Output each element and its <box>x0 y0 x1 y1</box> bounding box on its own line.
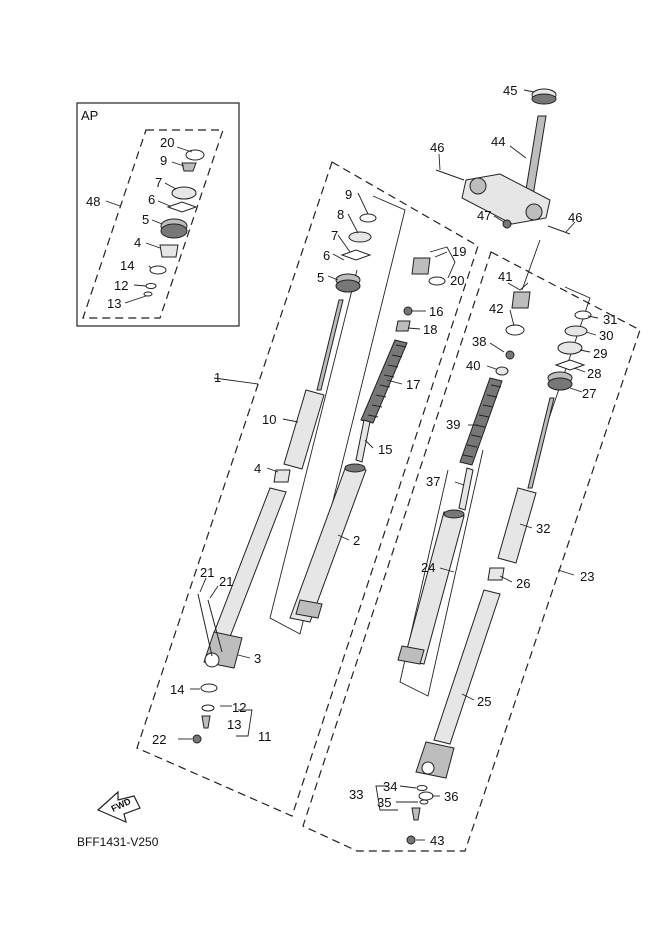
callout-47: 47 <box>477 208 491 223</box>
callout-24: 24 <box>421 560 435 575</box>
left-fork-assembly: 1 2 3 4 5 6 7 8 9 10 11 12 13 14 15 16 1… <box>136 161 479 817</box>
callout-30: 30 <box>599 328 613 343</box>
ap-callout-13: 13 <box>107 296 121 311</box>
fork-spring-right <box>459 377 503 466</box>
callout-4: 4 <box>254 461 261 476</box>
callout-22: 22 <box>152 732 166 747</box>
callout-46a: 46 <box>430 140 444 155</box>
callout-45: 45 <box>503 83 517 98</box>
callout-12: 12 <box>232 700 246 715</box>
callout-43: 43 <box>430 833 444 848</box>
callout-35: 35 <box>377 795 391 810</box>
callout-32: 32 <box>536 521 550 536</box>
callout-19: 19 <box>452 244 466 259</box>
callout-37: 37 <box>426 474 440 489</box>
callout-2: 2 <box>353 533 360 548</box>
ap-callout-48: 48 <box>86 194 100 209</box>
ap-callout-4: 4 <box>134 235 141 250</box>
callout-39: 39 <box>446 417 460 432</box>
steering-clamp-assembly: 45 44 46 46 47 <box>430 83 582 291</box>
right-fork-assembly: 41 42 31 30 29 28 27 38 40 39 37 24 32 2… <box>302 251 641 852</box>
callout-18: 18 <box>423 322 437 337</box>
callout-14: 14 <box>170 682 184 697</box>
callout-3: 3 <box>254 651 261 666</box>
callout-36: 36 <box>444 789 458 804</box>
callout-16: 16 <box>429 304 443 319</box>
callout-23: 23 <box>580 569 594 584</box>
callout-26: 26 <box>516 576 530 591</box>
callout-29: 29 <box>593 346 607 361</box>
callout-40: 40 <box>466 358 480 373</box>
ap-callout-9: 9 <box>160 153 167 168</box>
fork-spring-left <box>360 339 408 424</box>
fwd-arrow: FWD <box>96 790 141 824</box>
callout-28: 28 <box>587 366 601 381</box>
callout-31: 31 <box>603 312 617 327</box>
callout-10: 10 <box>262 412 276 427</box>
ap-callout-12: 12 <box>114 278 128 293</box>
ap-callout-5: 5 <box>142 212 149 227</box>
callout-9: 9 <box>345 187 352 202</box>
callout-44: 44 <box>491 134 505 149</box>
callout-13: 13 <box>227 717 241 732</box>
ap-callout-14: 14 <box>120 258 134 273</box>
callout-34: 34 <box>383 779 397 794</box>
callout-17: 17 <box>406 377 420 392</box>
callout-27: 27 <box>582 386 596 401</box>
callout-8: 8 <box>337 207 344 222</box>
callout-6: 6 <box>323 248 330 263</box>
ap-callout-6: 6 <box>148 192 155 207</box>
callout-1: 1 <box>214 370 221 385</box>
callout-38: 38 <box>472 334 486 349</box>
ap-box-label: AP <box>81 108 98 123</box>
callout-7: 7 <box>331 228 338 243</box>
ap-kit-inset: AP 20 9 7 6 5 4 14 12 13 48 <box>76 102 240 327</box>
diagram-code: BFF1431-V250 <box>77 835 159 849</box>
callout-21a: 21 <box>200 565 214 580</box>
callout-33: 33 <box>349 787 363 802</box>
callout-21b: 21 <box>219 574 233 589</box>
callout-41: 41 <box>498 269 512 284</box>
ap-callout-7: 7 <box>155 175 162 190</box>
callout-42: 42 <box>489 301 503 316</box>
callout-11: 11 <box>258 729 272 744</box>
callout-20: 20 <box>450 273 464 288</box>
callout-5: 5 <box>317 270 324 285</box>
callout-25: 25 <box>477 694 491 709</box>
callout-15: 15 <box>378 442 392 457</box>
ap-callout-20: 20 <box>160 135 174 150</box>
callout-46b: 46 <box>568 210 582 225</box>
